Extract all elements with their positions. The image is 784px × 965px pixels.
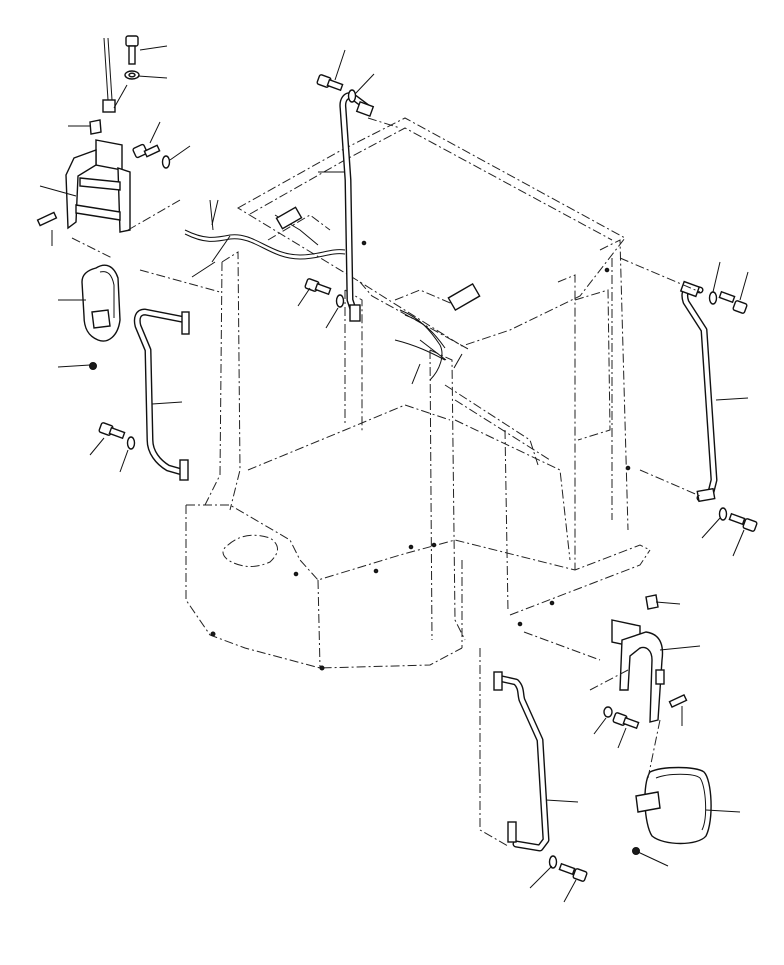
right-rear-grab-rail bbox=[679, 280, 758, 532]
left-mirror-bracket bbox=[36, 35, 171, 233]
right-mirror bbox=[632, 766, 712, 855]
cab-frame-outline bbox=[185, 117, 651, 669]
left-front-grab-rail bbox=[98, 308, 190, 481]
assembly-centerlines bbox=[71, 117, 701, 847]
top-left-grab-rail bbox=[304, 74, 375, 322]
right-mirror-bracket bbox=[603, 594, 688, 730]
leader-lines bbox=[39, 45, 749, 903]
left-mirror bbox=[81, 264, 121, 370]
frame-fastener-dots bbox=[210, 240, 631, 671]
wiring-harness bbox=[184, 199, 481, 381]
right-front-grab-rail bbox=[493, 671, 588, 882]
